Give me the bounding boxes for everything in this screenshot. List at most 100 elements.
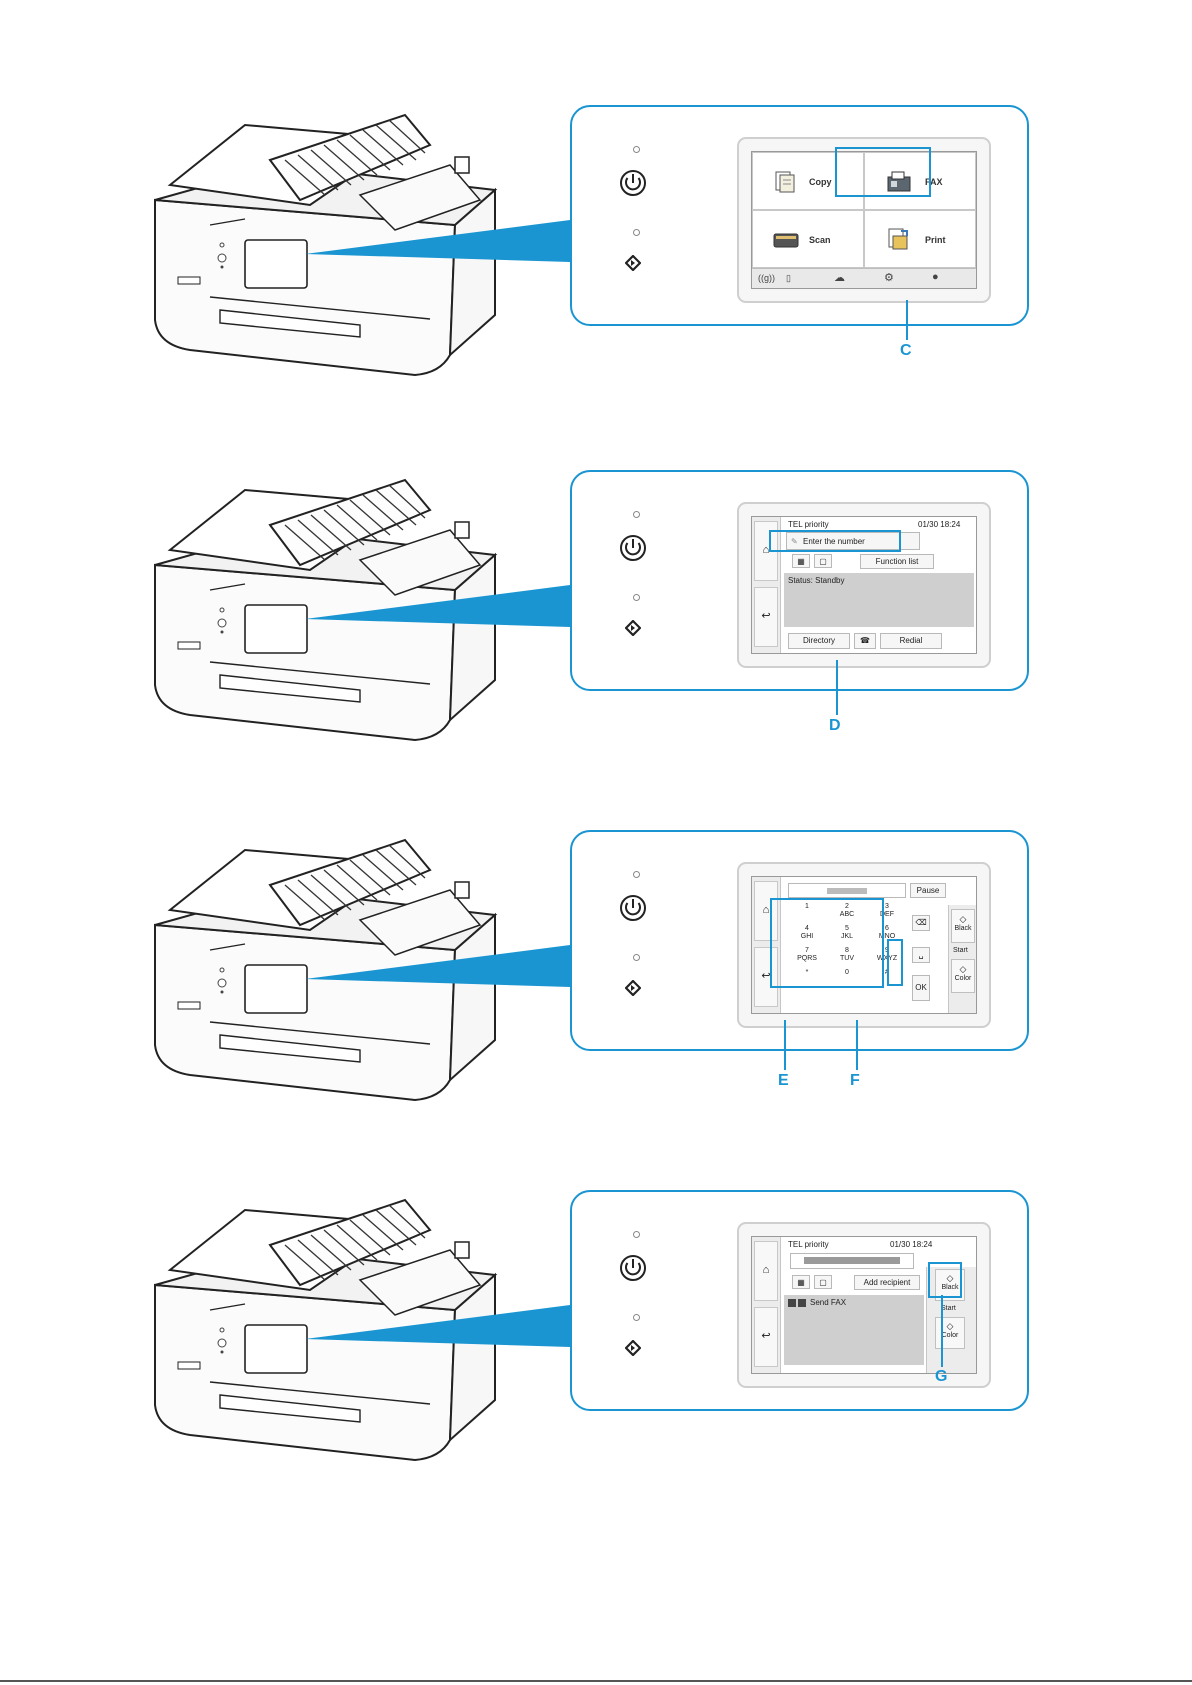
print-tile[interactable]: Print (864, 210, 976, 268)
zoom-wedge (305, 585, 570, 627)
key-digit: * (805, 969, 809, 976)
callout-g: G (935, 1368, 948, 1385)
zoom-wedge (305, 1305, 570, 1347)
key-0[interactable]: 0 (828, 969, 866, 987)
power-icon[interactable] (618, 533, 648, 563)
key-letters: WXYZ (876, 955, 898, 962)
highlight-fax (835, 147, 931, 197)
help-icon[interactable]: ● (932, 271, 939, 283)
datetime-text: 01/30 18:24 (890, 1240, 933, 1249)
settings-gear-icon[interactable]: ⚙ (884, 272, 894, 284)
key-digit: 3 (885, 903, 889, 910)
copy-icon (775, 171, 795, 193)
fax-label: FAX (925, 177, 943, 187)
smartphone-icon[interactable]: ▯ (786, 273, 791, 283)
key-digit: 0 (845, 969, 849, 976)
callout-line-e (784, 1020, 786, 1070)
home-icon[interactable]: ⌂ (754, 881, 778, 941)
copy-tile[interactable]: Copy (752, 152, 864, 210)
back-icon[interactable]: ↩ (754, 1307, 778, 1367)
touch-screen-bezel: ⌂ ↩ TEL priority 01/30 18:24 ▦ ▢ Add rec… (737, 1222, 991, 1388)
start-diamond-icon[interactable] (625, 1340, 641, 1356)
callout-f: F (850, 1072, 860, 1089)
number-display (790, 1253, 914, 1269)
number-entry-field[interactable]: ✎ Enter the number (786, 532, 920, 550)
key-digit: 4 (805, 925, 809, 932)
wifi-icon[interactable]: ((g)) (758, 273, 775, 283)
start-diamond-icon: ◇ (946, 1273, 954, 1283)
key-letters: DEF (880, 911, 894, 918)
number-entry-text: Enter the number (803, 537, 865, 546)
cloud-icon[interactable]: ☁ (834, 272, 845, 284)
touch-screen-bezel: Copy FAX Scan (737, 137, 991, 303)
touch-screen-bezel: ⌂ ↩ TEL priority 01/30 18:24 ✎ Enter the… (737, 502, 991, 668)
print-label: Print (925, 235, 946, 245)
color-start-button[interactable]: ◇ Color (951, 959, 975, 993)
side-nav: ⌂ ↩ (752, 1237, 781, 1373)
back-icon[interactable]: ↩ (754, 587, 778, 647)
black-start-button[interactable]: ◇ Black (951, 909, 975, 943)
back-icon[interactable]: ↩ (754, 947, 778, 1007)
key-digit: 7 (805, 947, 809, 954)
status-area: Status: Standby (784, 573, 974, 627)
page-bottom-rule (0, 1680, 1192, 1682)
callout-d: D (829, 717, 841, 734)
qr-code-icon[interactable]: ▦ (792, 1275, 810, 1289)
address-book-icon[interactable]: ☎ (854, 633, 876, 649)
add-recipient-button[interactable]: Add recipient (854, 1275, 920, 1290)
home-icon[interactable]: ⌂ (754, 1241, 778, 1301)
black-label: Black (954, 925, 972, 932)
callout-line-g (941, 1295, 943, 1367)
color-start-button[interactable]: ◇ Color (935, 1317, 965, 1349)
fax-tile[interactable]: FAX (864, 152, 976, 210)
key-digit: 5 (845, 925, 849, 932)
step-1-home-screen: Copy FAX Scan (0, 105, 1192, 475)
key-digit: 8 (845, 947, 849, 954)
power-icon[interactable] (618, 893, 648, 923)
tel-priority-text: TEL priority (788, 520, 829, 529)
operation-panel: Copy FAX Scan (570, 105, 1029, 326)
key-1[interactable]: 1 (788, 903, 826, 921)
ok-button[interactable]: OK (912, 975, 930, 1001)
key-letters: JKL (840, 933, 854, 940)
start-diamond-icon[interactable] (625, 980, 641, 996)
power-icon[interactable] (618, 1253, 648, 1283)
document-icon (798, 1299, 806, 1307)
backspace-icon[interactable]: ⌫ (912, 915, 930, 931)
directory-button[interactable]: Directory (788, 633, 850, 649)
function-list-button[interactable]: Function list (860, 554, 934, 569)
start-diamond-icon: ◇ (959, 914, 967, 924)
key-star[interactable]: * (788, 969, 826, 987)
space-icon[interactable]: ␣ (912, 947, 930, 963)
black-label: Black (941, 1284, 959, 1291)
start-label: Start (941, 1305, 956, 1312)
manual-icon[interactable]: ▢ (814, 554, 832, 568)
blurred-number (804, 1257, 900, 1265)
key-letters: GHI (800, 933, 814, 940)
alarm-lamp (633, 229, 640, 236)
copy-label: Copy (809, 177, 832, 187)
redial-button[interactable]: Redial (880, 633, 942, 649)
power-icon[interactable] (618, 168, 648, 198)
manual-icon[interactable]: ▢ (814, 1275, 832, 1289)
key-digit: 6 (885, 925, 889, 932)
start-diamond-icon[interactable] (625, 255, 641, 271)
callout-line-f (856, 1020, 858, 1070)
power-lamp (633, 1231, 640, 1238)
start-diamond-icon[interactable] (625, 620, 641, 636)
send-fax-text: Send FAX (810, 1298, 847, 1307)
side-nav: ⌂ ↩ (752, 877, 781, 1013)
pause-button[interactable]: Pause (910, 883, 946, 898)
callout-line-c (906, 300, 908, 340)
scan-icon (773, 233, 799, 248)
qr-code-icon[interactable]: ▦ (792, 554, 810, 568)
scan-tile[interactable]: Scan (752, 210, 864, 268)
